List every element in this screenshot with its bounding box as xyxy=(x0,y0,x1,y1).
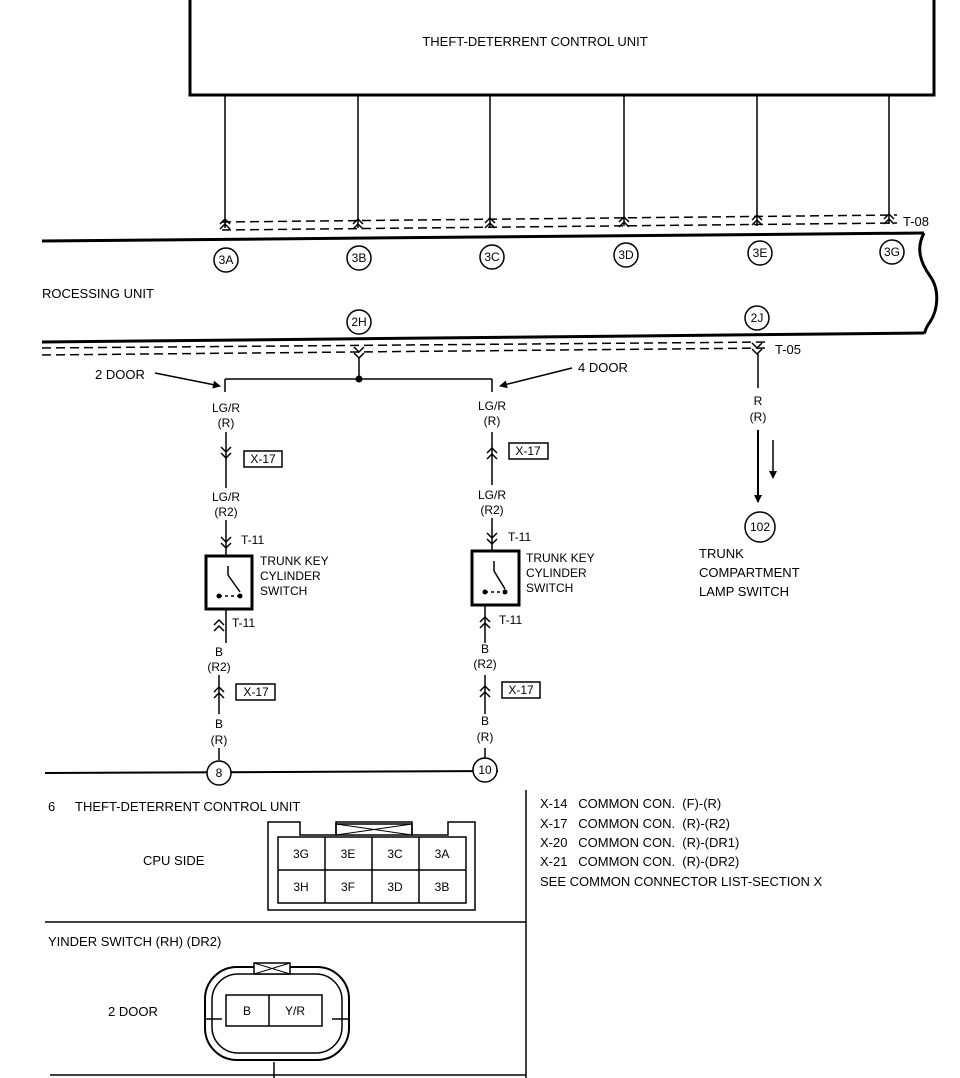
connector-t08-band xyxy=(221,214,898,231)
cpu-cell-3e: 3E xyxy=(341,847,356,861)
cpu-cell-3b: 3B xyxy=(435,880,450,894)
ground-8: 8 xyxy=(216,766,223,780)
cpu-cell-3d: 3D xyxy=(387,880,403,894)
splice-node xyxy=(355,375,363,383)
legend-line-2: X-17 COMMON CON. (R)-(R2) xyxy=(540,816,730,831)
pin-3c: 3C xyxy=(484,250,500,264)
wire-b-left-2: B xyxy=(215,717,223,731)
cpu-view-title: THEFT-DETERRENT CONTROL UNIT xyxy=(75,799,300,814)
legend-line-3: X-20 COMMON CON. (R)-(DR1) xyxy=(540,835,739,850)
cpu-view-prefix: 6 xyxy=(48,799,55,814)
legend-line-4: X-21 COMMON CON. (R)-(DR2) xyxy=(540,854,739,869)
wire-r-paren-lamp: (R) xyxy=(750,410,767,424)
wire-b-right-2: B xyxy=(481,714,489,728)
switch-label-right-1: TRUNK KEY xyxy=(526,551,595,565)
connector-x17-right-2: X-17 xyxy=(508,683,534,697)
pin-3g: 3G xyxy=(884,245,900,259)
wire-r-left-3: (R) xyxy=(211,733,228,747)
lamp-label-3: LAMP SWITCH xyxy=(699,584,789,599)
lamp-label-1: TRUNK xyxy=(699,546,744,561)
pin-3a: 3A xyxy=(219,253,234,267)
cpu-cell-3f: 3F xyxy=(341,880,355,894)
wire-lgr-right-top: LG/R xyxy=(478,399,506,413)
wire-r-right-3: (R) xyxy=(477,730,494,744)
processing-unit-label: ROCESSING UNIT xyxy=(42,286,154,301)
lamp-label-2: COMPARTMENT xyxy=(699,565,800,580)
wire-r-lamp: R xyxy=(754,394,763,408)
switch-view-title: YINDER SWITCH (RH) (DR2) xyxy=(48,934,221,949)
connector-t11-right-top: T-11 xyxy=(508,530,531,544)
legend-line-1: X-14 COMMON CON. (F)-(R) xyxy=(540,796,721,811)
switch-view-door-label: 2 DOOR xyxy=(108,1004,158,1019)
connector-t11-right-bottom: T-11 xyxy=(499,613,522,627)
wire-r-right-top: (R) xyxy=(484,414,501,428)
wire-r2-right-2: (R2) xyxy=(473,657,496,671)
wire-r2-left-2: (R2) xyxy=(207,660,230,674)
wire-lgr-right-bottom: LG/R xyxy=(478,488,506,502)
lamp-ref-102: 102 xyxy=(750,520,770,534)
pin-3b: 3B xyxy=(352,251,367,265)
ground-bus xyxy=(44,770,499,774)
switch-label-left-1: TRUNK KEY xyxy=(260,554,329,568)
connector-t05-band xyxy=(41,341,771,356)
connector-t05-label: T-05 xyxy=(775,342,801,357)
cpu-cell-3c: 3C xyxy=(387,847,403,861)
wire-r2-left-bottom: (R2) xyxy=(214,505,237,519)
cpu-cell-3h: 3H xyxy=(293,880,308,894)
control-unit-title: THEFT-DETERRENT CONTROL UNIT xyxy=(422,34,647,49)
cpu-cell-3g: 3G xyxy=(293,847,309,861)
pin-3d: 3D xyxy=(618,248,634,262)
trunk-key-switch-right xyxy=(470,549,521,607)
wire-lgr-left-top: LG/R xyxy=(212,401,240,415)
processing-unit-tear-edge xyxy=(918,232,939,335)
wire-r-left-top: (R) xyxy=(218,416,235,430)
label-4-door: 4 DOOR xyxy=(578,360,628,375)
legend-line-5: SEE COMMON CONNECTOR LIST-SECTION X xyxy=(540,874,823,889)
switch-label-right-3: SWITCH xyxy=(526,581,573,595)
connector-t08-label: T-08 xyxy=(903,214,929,229)
connector-x17-left-2: X-17 xyxy=(243,685,269,699)
connector-x17-left-1: X-17 xyxy=(250,452,276,466)
cpu-cell-3a: 3A xyxy=(435,847,450,861)
switch-label-right-2: CYLINDER xyxy=(526,566,587,580)
wire-b-right-1: B xyxy=(481,642,489,656)
connector-x17-right-1: X-17 xyxy=(515,444,541,458)
cpu-connector-outline xyxy=(267,821,476,911)
control-unit-box xyxy=(188,0,936,97)
wire-b-left-1: B xyxy=(215,645,223,659)
wire-r2-right-bottom: (R2) xyxy=(480,503,503,517)
ground-10: 10 xyxy=(478,763,492,777)
wire-lgr-left-bottom: LG/R xyxy=(212,490,240,504)
cpu-side-label: CPU SIDE xyxy=(143,853,205,868)
label-2-door: 2 DOOR xyxy=(95,367,145,382)
switch-label-left-3: SWITCH xyxy=(260,584,307,598)
trunk-key-switch-left xyxy=(204,554,254,611)
connector-t11-left-bottom: T-11 xyxy=(232,616,255,630)
switch-label-left-2: CYLINDER xyxy=(260,569,321,583)
pin-2j: 2J xyxy=(751,311,764,325)
pin-3e: 3E xyxy=(753,246,768,260)
connector-t08-chevrons xyxy=(219,212,895,230)
pin-2h: 2H xyxy=(351,315,366,329)
connector-t11-left-top: T-11 xyxy=(241,533,264,547)
switch-pin-b: B xyxy=(243,1004,251,1018)
switch-pin-yr: Y/R xyxy=(285,1004,305,1018)
